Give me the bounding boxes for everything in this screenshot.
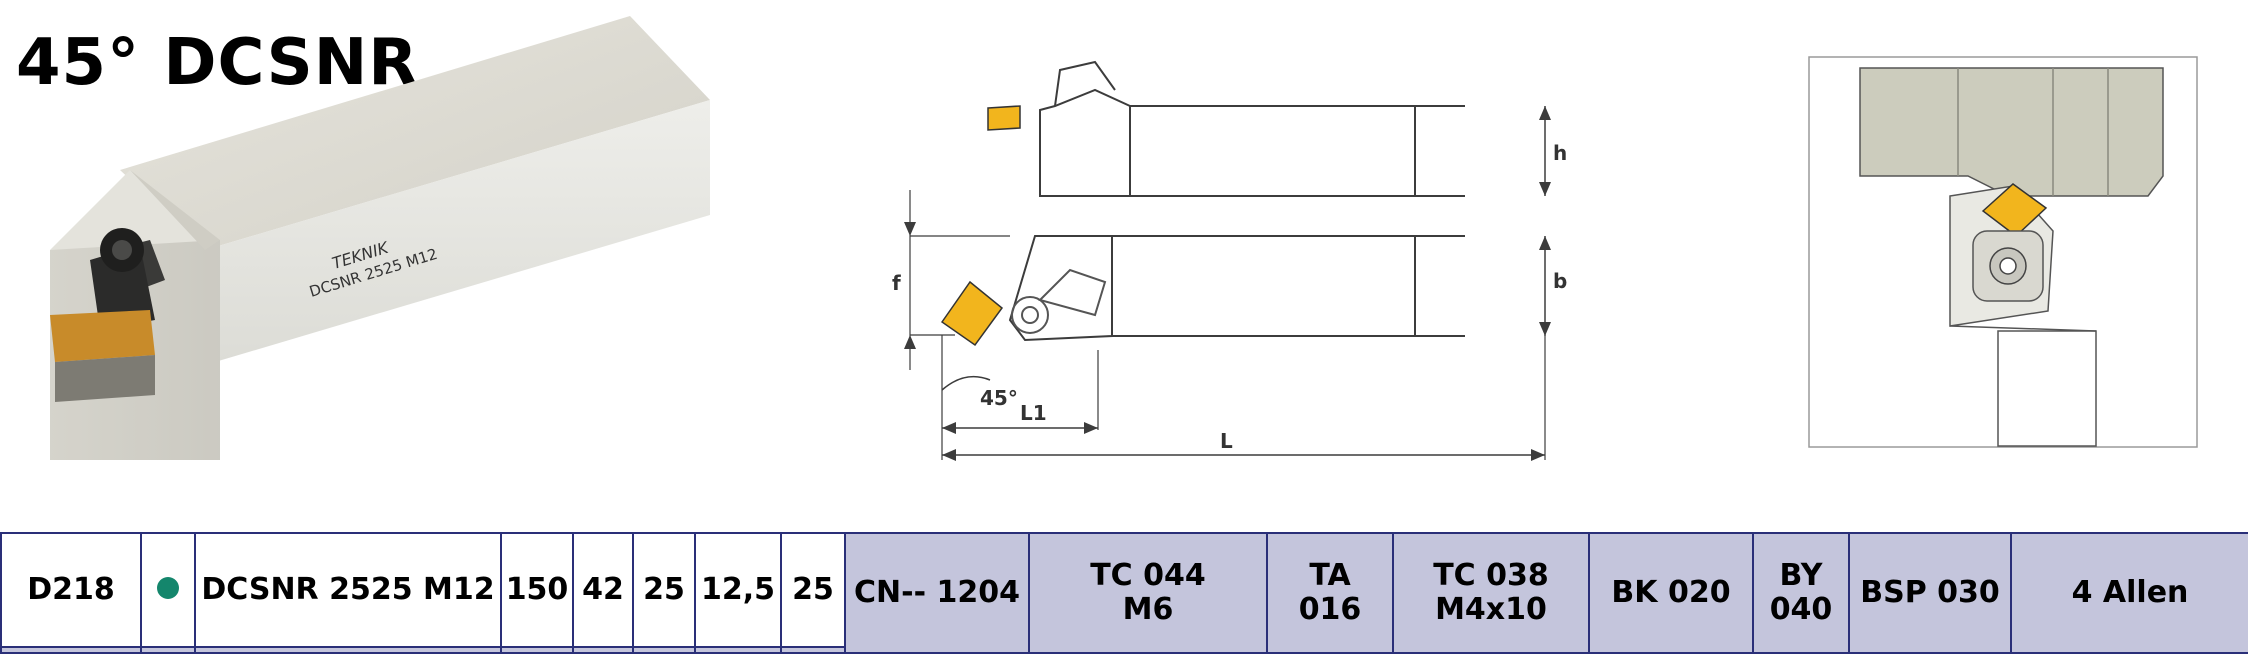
part-bsp: BSP 030 — [1848, 532, 2012, 654]
dim-label-h: h — [1553, 141, 1567, 165]
spec-table: D218 DCSNR 2525 M12 150 42 25 12,5 25 CN… — [0, 532, 2248, 655]
screw-code: TC 044 — [1090, 557, 1206, 593]
spec-row: D218 DCSNR 2525 M12 150 42 25 12,5 25 CN… — [0, 532, 2248, 654]
technical-drawing: h b f 45° L1 L — [892, 60, 1567, 461]
screw-size: M6 — [1122, 592, 1174, 627]
part-by-number: 040 — [1769, 592, 1833, 627]
page-title: 45° DCSNR — [16, 26, 419, 100]
dim-label-l: L — [1220, 429, 1233, 453]
product-code: D218 — [0, 532, 142, 648]
dim-label-angle: 45° — [980, 386, 1018, 410]
application-illustration — [1808, 56, 2198, 448]
dim-h: 25 — [632, 532, 696, 648]
part-by-prefix: BY — [1779, 557, 1823, 593]
stock-cell — [140, 532, 196, 648]
dim-label-f: f — [892, 271, 901, 295]
clamp-screw-size: M4x10 — [1435, 592, 1547, 627]
part-ta-prefix: TA — [1309, 557, 1351, 593]
insert-type: CN-- 1204 — [844, 532, 1030, 654]
key: 4 Allen — [2010, 532, 2248, 654]
dim-l1: 42 — [572, 532, 634, 648]
dim-b: 25 — [780, 532, 846, 648]
spec-row-empty — [0, 645, 2248, 655]
designation: DCSNR 2525 M12 — [194, 532, 502, 648]
part-ta-number: 016 — [1298, 592, 1362, 627]
tool-holder-photo: TEKNIK DCSNR 2525 M12 — [50, 16, 710, 460]
green-dot-icon — [157, 576, 179, 599]
dim-label-b: b — [1553, 269, 1567, 293]
part-bk: BK 020 — [1588, 532, 1754, 654]
clamp-screw-code: TC 038 — [1433, 557, 1549, 593]
dim-f: 12,5 — [694, 532, 782, 648]
dim-label-l1: L1 — [1020, 401, 1047, 425]
dim-l: 150 — [500, 532, 574, 648]
